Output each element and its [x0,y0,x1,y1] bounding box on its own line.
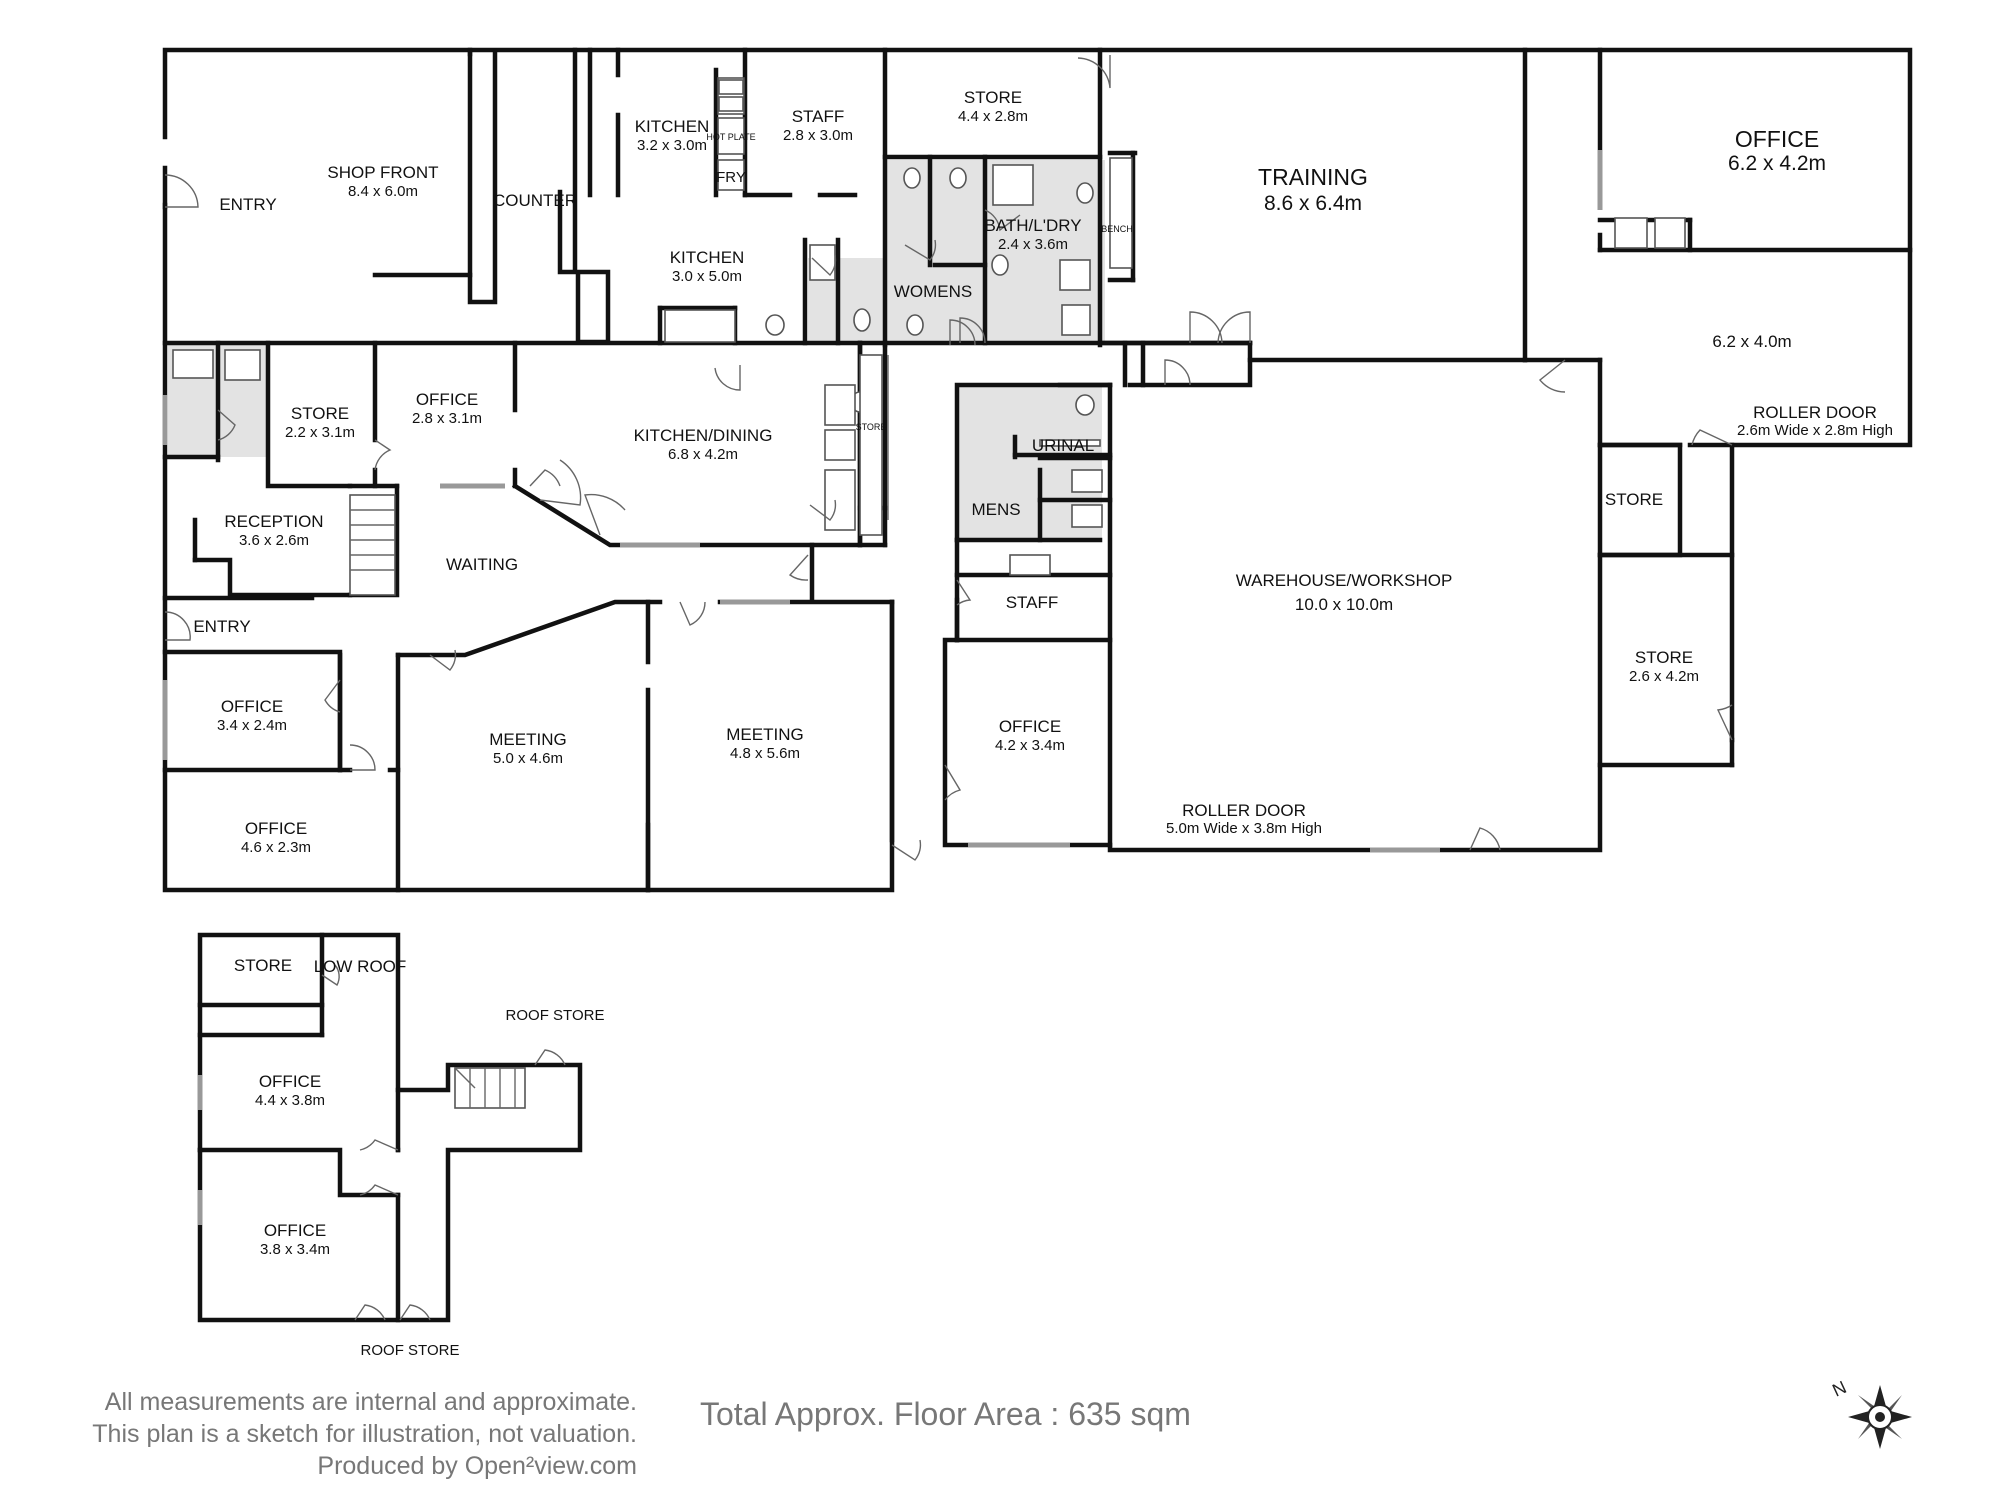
label-warehouse: WAREHOUSE/WORKSHOP [1236,571,1453,590]
dims-shop-front: 8.4 x 6.0m [348,183,418,200]
dims-meeting-5046: 5.0 x 4.6m [493,750,563,767]
door-swings [164,55,1733,861]
dims-office-3834: 3.8 x 3.4m [260,1241,330,1258]
label-meeting-4856: MEETING [726,725,803,744]
dims-room-6240: 6.2 x 4.0m [1712,332,1791,351]
label-kitchen-dining: KITCHEN/DINING [634,426,773,445]
label-bench: BENCH [1101,224,1133,234]
room-labels: SHOP FRONT 8.4 x 6.0m ENTRY COUNTER KITC… [193,88,1893,1359]
label-store-east: STORE [1605,490,1663,509]
dims-store-22: 2.2 x 3.1m [285,424,355,441]
label-roller-door-wh: ROLLER DOOR [1182,801,1306,820]
note-line-1: All measurements are internal and approx… [105,1388,637,1416]
dims-reception: 3.6 x 2.6m [239,532,309,549]
label-store-22: STORE [291,404,349,423]
label-hot-plate: HOT PLATE [706,132,755,142]
label-waiting: WAITING [446,555,518,574]
note-line-3: Produced by Open²view.com [317,1452,637,1480]
dims-training: 8.6 x 6.4m [1264,192,1362,215]
label-office-3834: OFFICE [264,1221,326,1240]
label-low-roof: LOW ROOF [314,957,407,976]
label-office-4234: OFFICE [999,717,1061,736]
dims-store-top: 4.4 x 2.8m [958,108,1028,125]
label-training: TRAINING [1258,164,1368,190]
dims-kitchen-dining: 6.8 x 4.2m [668,446,738,463]
dims-office-2831: 2.8 x 3.1m [412,410,482,427]
label-store-upper: STORE [234,956,292,975]
dims-staff-top: 2.8 x 3.0m [783,127,853,144]
label-entry-left: ENTRY [193,617,250,636]
label-store-tiny: STORE [856,422,887,432]
label-counter: COUNTER [493,191,577,210]
label-entry-top: ENTRY [219,195,276,214]
wet-areas [168,160,1105,540]
dims-kitchen-main: 3.0 x 5.0m [672,268,742,285]
compass-icon: N [1829,1377,1912,1449]
dims-office-4234: 4.2 x 3.4m [995,737,1065,754]
label-office-ne: OFFICE [1735,126,1819,152]
windows [162,150,1603,853]
upper-floor-walls [197,932,583,1323]
label-roof-store-1: ROOF STORE [506,1007,605,1024]
dims-office-4623: 4.6 x 2.3m [241,839,311,856]
label-mens: MENS [971,500,1020,519]
dims-store-2642: 2.6 x 4.2m [1629,668,1699,685]
label-office-4623: OFFICE [245,819,307,838]
disclaimer-notes: All measurements are internal and approx… [92,1388,637,1480]
compass-label: N [1829,1377,1849,1401]
label-office-2831: OFFICE [416,390,478,409]
label-kitchen-small: KITCHEN [635,117,710,136]
dims-bath-laundry: 2.4 x 3.6m [998,236,1068,253]
label-office-4438: OFFICE [259,1072,321,1091]
label-kitchen-main: KITCHEN [670,248,745,267]
label-roof-store-2: ROOF STORE [361,1342,460,1359]
label-fry: FRY [716,169,746,186]
label-urinal: URINAL [1032,436,1094,455]
stairs-main [349,494,396,596]
dims-meeting-4856: 4.8 x 5.6m [730,745,800,762]
label-reception: RECEPTION [224,512,323,531]
note-line-2: This plan is a sketch for illustration, … [92,1420,637,1448]
dims-office-ne: 6.2 x 4.2m [1728,152,1826,175]
dims-roller-door-wh: 5.0m Wide x 3.8m High [1166,820,1322,837]
label-staff-top: STAFF [792,107,845,126]
label-roller-door-ne: ROLLER DOOR [1753,403,1877,422]
label-office-3424: OFFICE [221,697,283,716]
label-shop-front: SHOP FRONT [327,163,438,182]
total-floor-area: Total Approx. Floor Area : 635 sqm [700,1396,1191,1432]
label-store-2642: STORE [1635,648,1693,667]
dims-roller-door-ne: 2.6m Wide x 2.8m High [1737,422,1893,439]
label-staff-mid: STAFF [1006,593,1059,612]
dims-office-4438: 4.4 x 3.8m [255,1092,325,1109]
dims-kitchen-small: 3.2 x 3.0m [637,137,707,154]
label-bath-laundry: BATH/L'DRY [984,216,1081,235]
label-store-top: STORE [964,88,1022,107]
label-meeting-5046: MEETING [489,730,566,749]
label-womens: WOMENS [894,282,972,301]
dims-warehouse: 10.0 x 10.0m [1295,595,1393,614]
dims-office-3424: 3.4 x 2.4m [217,717,287,734]
